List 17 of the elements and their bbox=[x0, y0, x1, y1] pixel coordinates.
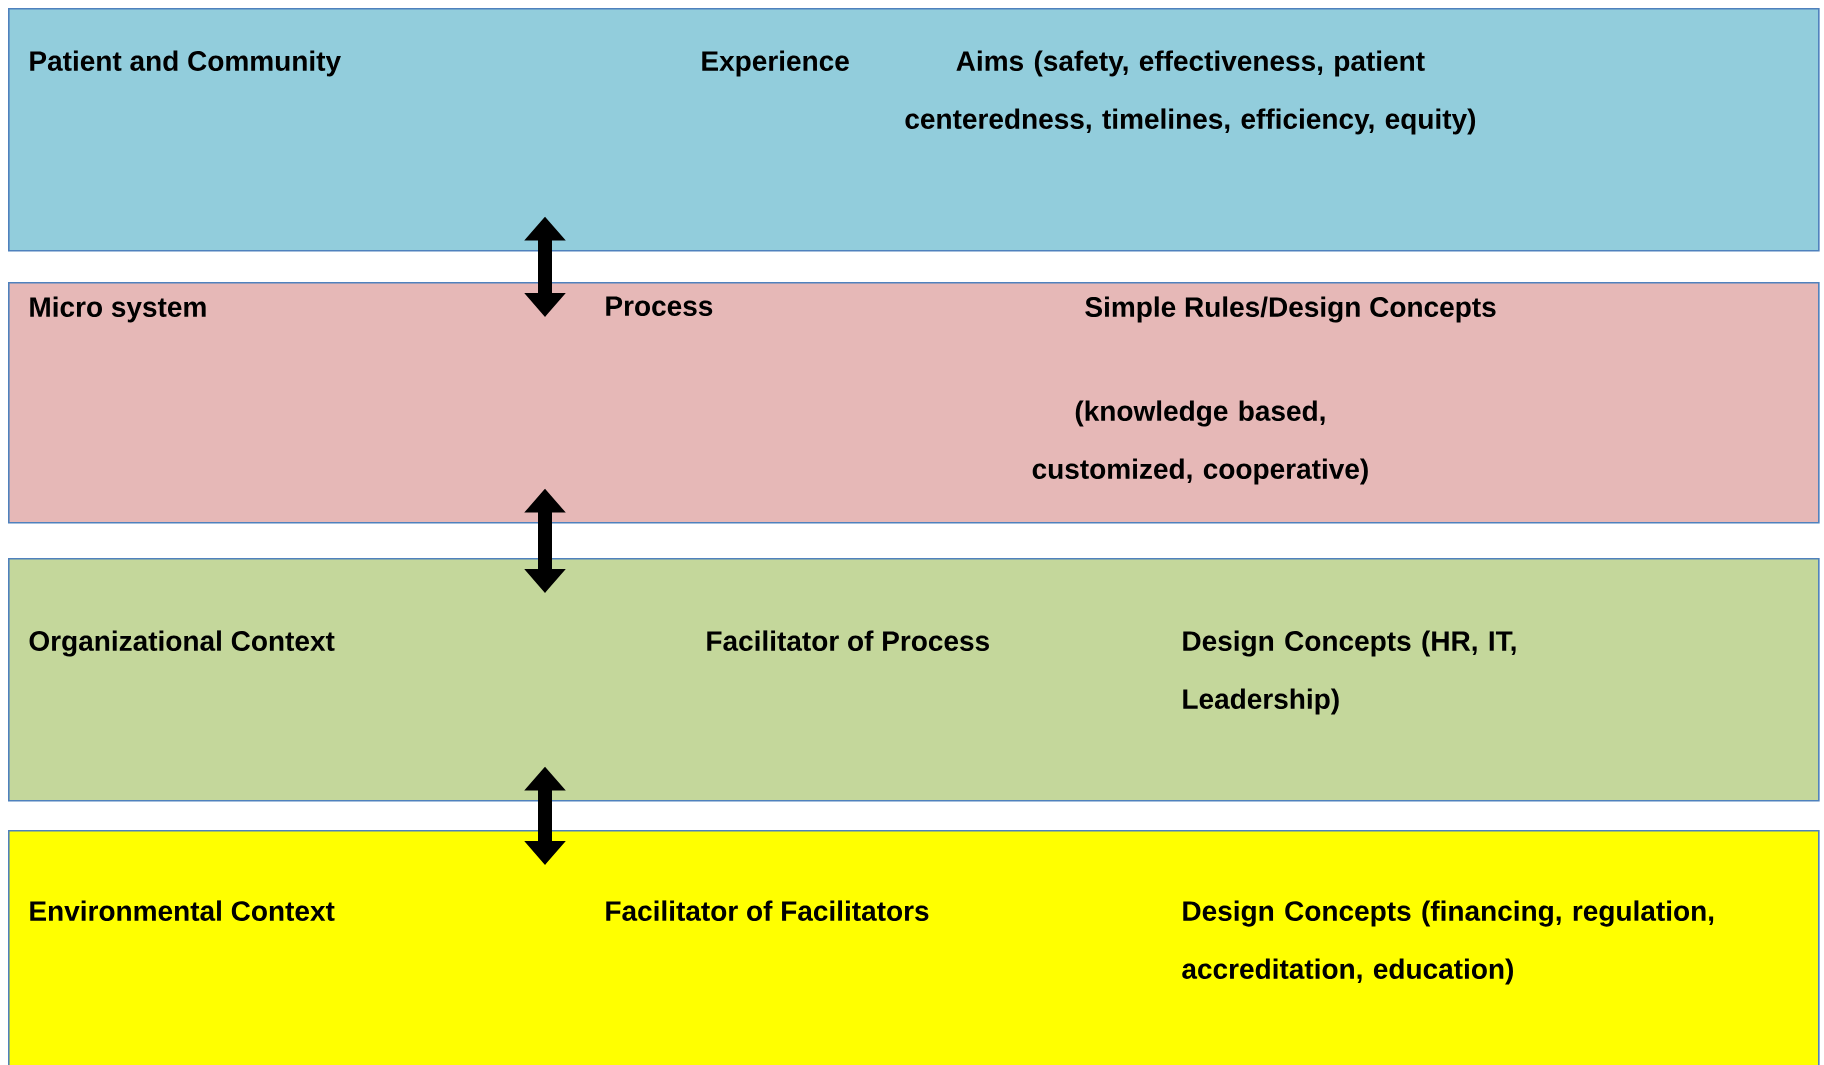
band-label: Organizational Context bbox=[29, 630, 335, 657]
band-label: Facilitator of Process bbox=[707, 630, 989, 651]
band bbox=[8, 282, 1820, 524]
band bbox=[8, 8, 1820, 252]
band-label: Micro system bbox=[30, 296, 206, 323]
band-label: Aims (safety, effectiveness, patient centeredness, timelines, efficiency, equity) bbox=[905, 50, 1476, 135]
band-label: Simple Rules/Design Concepts bbox=[1085, 296, 1496, 323]
band-label: Experience bbox=[702, 50, 849, 77]
band-label: (knowledge based, customized, cooperative) bbox=[1032, 400, 1368, 485]
band bbox=[8, 830, 1820, 1065]
band-label: Process bbox=[606, 296, 713, 316]
band-label: Patient and Community bbox=[30, 50, 341, 77]
band-label: Design Concepts (financing, regulation, accreditation, education) bbox=[1182, 900, 1714, 985]
band bbox=[8, 558, 1820, 802]
band-label: Environmental Context bbox=[30, 900, 335, 921]
band-label: Design Concepts (HR, IT, Leadership) bbox=[1183, 630, 1516, 715]
band-label: Facilitator of Facilitators bbox=[606, 900, 929, 921]
